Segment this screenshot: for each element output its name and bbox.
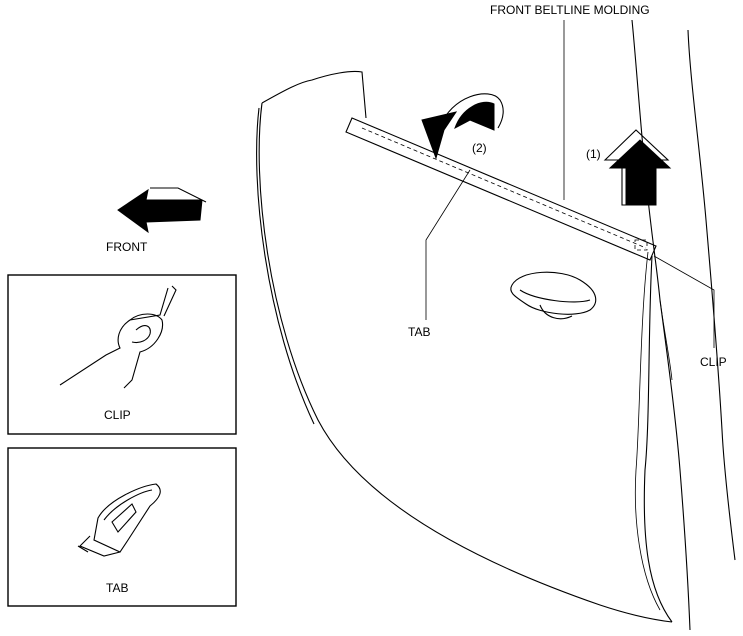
front-label: FRONT xyxy=(106,240,148,254)
tab-inset-label: TAB xyxy=(106,581,128,595)
clip-main-label: CLIP xyxy=(700,355,727,369)
clip-position-marker xyxy=(634,239,648,251)
beltline-molding xyxy=(345,117,657,261)
body-pillar xyxy=(631,19,736,631)
step2-label: (2) xyxy=(472,141,487,155)
rotate-arrow xyxy=(421,93,504,160)
clip-inset-label: CLIP xyxy=(104,408,131,422)
tab-inset-box xyxy=(7,447,237,607)
front-beltline-molding-label: FRONT BELTLINE MOLDING xyxy=(490,3,650,17)
front-arrow xyxy=(117,187,207,234)
clip-leader xyxy=(653,255,715,348)
door-handle xyxy=(510,271,597,320)
tab-leader xyxy=(425,169,471,320)
step1-label: (1) xyxy=(586,147,601,161)
tab-main-label: TAB xyxy=(408,325,430,339)
door-panel xyxy=(256,70,673,623)
clip-inset-box xyxy=(7,274,237,435)
up-arrow xyxy=(603,129,672,206)
